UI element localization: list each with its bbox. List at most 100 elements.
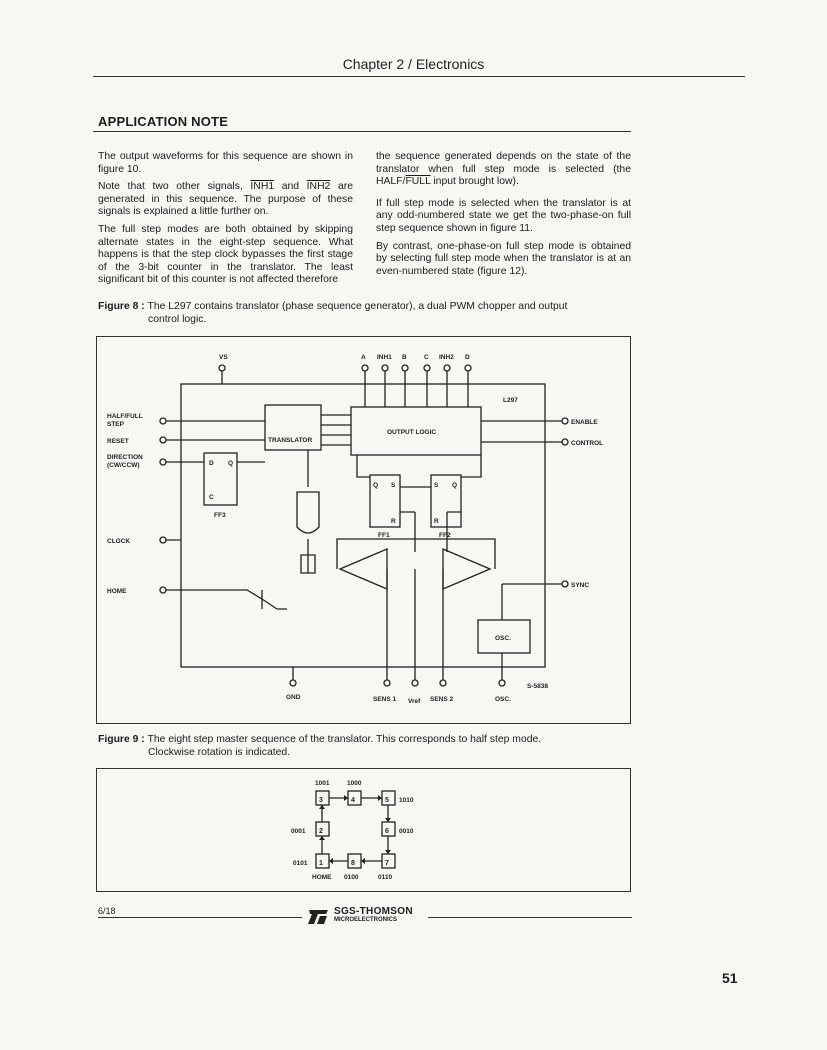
inh1-signal: INH1 bbox=[250, 181, 275, 193]
direction-label: DIRECTION bbox=[107, 454, 143, 461]
paragraph: By contrast, one-phase-on full step mode… bbox=[376, 240, 631, 277]
caption-text: Clockwise rotation is indicated. bbox=[148, 746, 291, 758]
st-logo-icon bbox=[308, 910, 328, 924]
sens2-pin bbox=[439, 679, 447, 687]
pin-inh2 bbox=[443, 364, 451, 372]
left-column: The output waveforms for this sequence a… bbox=[98, 151, 353, 292]
sens1-label: SENS 1 bbox=[373, 696, 397, 703]
vref-pin bbox=[411, 679, 419, 687]
paragraph: the sequence generated depends on the st… bbox=[376, 151, 631, 189]
sens2-label: SENS 2 bbox=[430, 696, 454, 703]
osc-block bbox=[477, 619, 531, 654]
sens1-pin bbox=[383, 679, 391, 687]
text: are generated in this sequence. The purp… bbox=[98, 181, 353, 218]
state-3: 3 bbox=[319, 797, 323, 804]
page-reference: 6/18 bbox=[98, 906, 116, 916]
code-1000: 1000 bbox=[347, 780, 362, 787]
inh2-signal: INH2 bbox=[306, 181, 331, 193]
caption-text: The L297 contains translator (phase sequ… bbox=[147, 301, 568, 312]
l297-block-diagram: VS A INH1 B C INH2 D L297 HALF/FULL STEP… bbox=[107, 354, 603, 705]
state-1: 1 bbox=[319, 860, 323, 867]
paragraph: Note that two other signals, INH1 and IN… bbox=[98, 181, 353, 219]
ff3-q-label: Q bbox=[228, 460, 233, 467]
sync-pin bbox=[561, 580, 569, 588]
ff2-s-label: S bbox=[434, 482, 439, 489]
full-signal: FULL bbox=[405, 176, 431, 188]
half-full-pin bbox=[159, 417, 167, 425]
caption-text: The eight step master sequence of the tr… bbox=[147, 734, 542, 745]
control-label: CONTROL bbox=[571, 440, 603, 447]
text: the sequence generated depends on the st… bbox=[376, 151, 631, 188]
ff2-label: FF2 bbox=[439, 532, 451, 539]
l297-chip-outline bbox=[180, 383, 546, 668]
figure9-caption: Figure 9 : The eight step master sequenc… bbox=[98, 734, 658, 759]
translator-block bbox=[264, 404, 322, 451]
figure-label: Figure 9 : bbox=[98, 734, 145, 745]
pin-b bbox=[401, 364, 409, 372]
clock-pin bbox=[159, 536, 167, 544]
output-logic-block bbox=[350, 406, 482, 456]
state-2: 2 bbox=[319, 828, 323, 835]
header-rule bbox=[93, 76, 745, 77]
state-sequence-diagram: 3 4 5 2 6 1 8 7 1001 1000 1010 0001 0010… bbox=[291, 780, 414, 881]
figure9-frame: 3 4 5 2 6 1 8 7 1001 1000 1010 0001 0010… bbox=[96, 768, 631, 892]
ff1-block bbox=[369, 474, 401, 528]
pin-inh1 bbox=[381, 364, 389, 372]
vs-pin bbox=[218, 364, 226, 372]
gnd-pin bbox=[289, 679, 297, 687]
sync-label: SYNC bbox=[571, 582, 589, 589]
ref-code-label: S-5838 bbox=[527, 683, 548, 690]
brand-name: SGS-THOMSON bbox=[334, 906, 413, 917]
control-pin bbox=[561, 438, 569, 446]
ff2-r-label: R bbox=[434, 518, 439, 525]
osc-pin bbox=[498, 679, 506, 687]
page-number: 51 bbox=[722, 970, 738, 986]
ff3-block bbox=[203, 452, 238, 506]
osc-pin-label: OSC. bbox=[495, 696, 511, 703]
chip-label: L297 bbox=[503, 397, 518, 404]
footer-rule-left bbox=[98, 917, 302, 918]
code-1001: 1001 bbox=[315, 780, 330, 787]
footer-rule-right bbox=[428, 917, 632, 918]
ff2-block bbox=[430, 474, 462, 528]
pin-a bbox=[361, 364, 369, 372]
pin-d-label: D bbox=[465, 354, 470, 361]
ff1-s-label: S bbox=[391, 482, 396, 489]
text: Note that two other signals, bbox=[98, 181, 251, 193]
ff3-d-label: D bbox=[209, 460, 214, 467]
translator-label: TRANSLATOR bbox=[268, 437, 312, 444]
paragraph: The full step modes are both obtained by… bbox=[98, 223, 353, 286]
text: and bbox=[274, 181, 307, 193]
right-column: the sequence generated depends on the st… bbox=[376, 151, 631, 283]
chapter-header: Chapter 2 / Electronics bbox=[342, 56, 485, 72]
ff1-label: FF1 bbox=[378, 532, 390, 539]
ff1-r-label: R bbox=[391, 518, 396, 525]
reset-pin bbox=[159, 436, 167, 444]
paragraph: The output waveforms for this sequence a… bbox=[98, 151, 353, 175]
section-title: APPLICATION NOTE bbox=[98, 114, 229, 129]
gnd-label: GND bbox=[286, 694, 301, 701]
figure8-frame: VS A INH1 B C INH2 D L297 HALF/FULL STEP… bbox=[96, 336, 631, 724]
home-label: HOME bbox=[312, 874, 332, 881]
ff3-label: FF3 bbox=[214, 512, 226, 519]
vref-label: Vref bbox=[408, 698, 421, 705]
code-0101: 0101 bbox=[293, 860, 308, 867]
home-label: HOME bbox=[107, 588, 127, 595]
ff3-c-label: C bbox=[209, 494, 214, 501]
code-0010: 0010 bbox=[399, 828, 414, 835]
brand-subtitle: MICROELECTRONICS bbox=[334, 917, 397, 923]
state-4: 4 bbox=[351, 797, 355, 804]
text: input brought low). bbox=[430, 176, 519, 188]
code-1010: 1010 bbox=[399, 797, 414, 804]
state-6: 6 bbox=[385, 828, 389, 835]
figure8-caption: Figure 8 : The L297 contains translator … bbox=[98, 301, 658, 326]
pin-inh2-label: INH2 bbox=[439, 354, 454, 361]
vs-label: VS bbox=[219, 354, 228, 361]
state-8: 8 bbox=[351, 860, 355, 867]
enable-label: ENABLE bbox=[571, 419, 598, 426]
enable-pin bbox=[561, 417, 569, 425]
section-rule bbox=[93, 131, 631, 132]
half-full-label: HALF/FULL bbox=[107, 413, 143, 420]
state-7: 7 bbox=[385, 860, 389, 867]
paragraph: If full step mode is selected when the t… bbox=[376, 197, 631, 234]
